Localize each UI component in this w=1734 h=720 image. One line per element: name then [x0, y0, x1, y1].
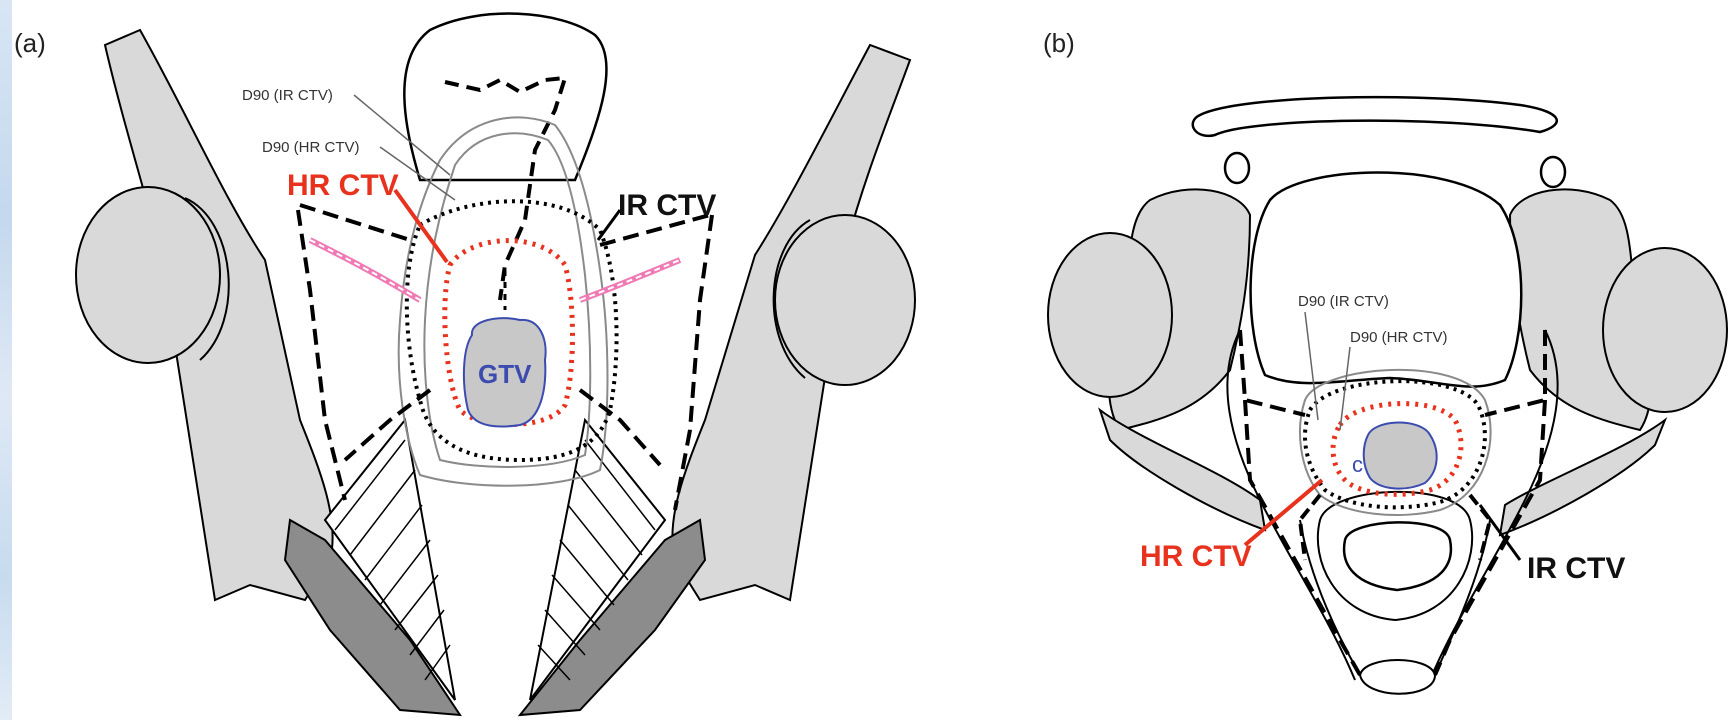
- bladder-b: [1251, 173, 1522, 387]
- right-femoral-head-b: [1603, 248, 1727, 412]
- right-small-vessel: [1541, 157, 1565, 187]
- left-femoral-head-b: [1048, 233, 1172, 397]
- panel-a-label: (a): [14, 28, 46, 58]
- ir-ctv-label-a: IR CTV: [618, 189, 716, 222]
- panel-b-label: (b): [1043, 28, 1075, 58]
- left-femoral-head: [76, 187, 220, 363]
- panel-a: (a): [14, 14, 915, 715]
- d90-ir-ctv-label-a: D90 (IR CTV): [242, 87, 333, 104]
- ir-ctv-label-b: IR CTV: [1527, 552, 1625, 585]
- left-parametrial-line: [300, 205, 410, 240]
- right-ureter-inner: [580, 260, 680, 300]
- left-ischial-b: [1100, 410, 1265, 530]
- d90-ir-ctv-label-b: D90 (IR CTV): [1298, 293, 1389, 310]
- right-femoral-head: [775, 215, 915, 385]
- left-inner-dashed-b: [1300, 495, 1320, 560]
- right-inner-dashed-b: [1470, 495, 1490, 560]
- gtv-region-b: [1364, 423, 1437, 489]
- coccyx-b: [1360, 660, 1435, 694]
- gtv-label: GTV: [478, 359, 532, 389]
- uterus-outline: [404, 14, 606, 180]
- hr-ctv-label-b: HR CTV: [1140, 540, 1252, 573]
- left-small-vessel: [1225, 153, 1249, 183]
- d90-hr-ctv-label-b: D90 (HR CTV): [1350, 329, 1448, 346]
- right-ischial-b: [1500, 420, 1665, 535]
- ir-ctv-leader-a: [598, 210, 620, 240]
- anterior-abdominal-wall: [1193, 97, 1557, 136]
- applicator-mark-b: c: [1352, 452, 1363, 477]
- hr-ctv-label-a: HR CTV: [287, 169, 399, 202]
- panel-b: (b) c: [1043, 28, 1727, 694]
- d90-hr-ctv-label-a: D90 (HR CTV): [262, 139, 360, 156]
- hr-ctv-leader-a: [395, 190, 447, 262]
- left-ureter: [310, 240, 420, 300]
